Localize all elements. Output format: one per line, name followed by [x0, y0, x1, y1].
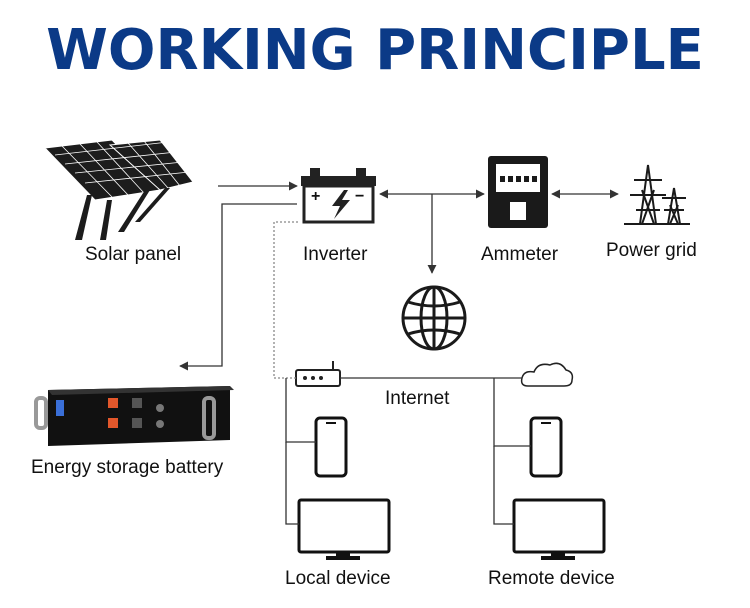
cloud-icon — [520, 362, 574, 387]
inverter-plus-symbol: + — [311, 188, 321, 205]
globe-icon — [401, 285, 467, 351]
internet-label: Internet — [385, 388, 450, 409]
inverter-icon — [301, 168, 376, 224]
inverter-label: Inverter — [303, 244, 368, 265]
local-phone-icon — [314, 416, 348, 478]
connectors — [179, 181, 619, 525]
remote-device-label: Remote device — [488, 568, 615, 589]
power-grid-icon — [624, 164, 690, 225]
local-monitor-icon — [297, 498, 391, 560]
page-title: WORKING PRINCIPLE — [46, 18, 704, 83]
remote-phone-icon — [529, 416, 563, 478]
ammeter-label: Ammeter — [481, 244, 559, 265]
inverter-to-battery-arrow — [179, 203, 297, 371]
remote-monitor-icon — [512, 498, 606, 560]
inverter-minus-symbol: − — [355, 188, 365, 205]
battery-icon — [34, 386, 234, 446]
solar-panel-icon — [43, 139, 194, 240]
solar-panel-label: Solar panel — [85, 244, 182, 265]
ammeter-icon — [488, 156, 548, 228]
inverter-router-dotted-link — [273, 221, 298, 379]
router-icon — [295, 361, 341, 387]
power-grid-label: Power grid — [606, 240, 697, 261]
battery-label: Energy storage battery — [31, 457, 224, 478]
local-device-label: Local device — [285, 568, 391, 589]
